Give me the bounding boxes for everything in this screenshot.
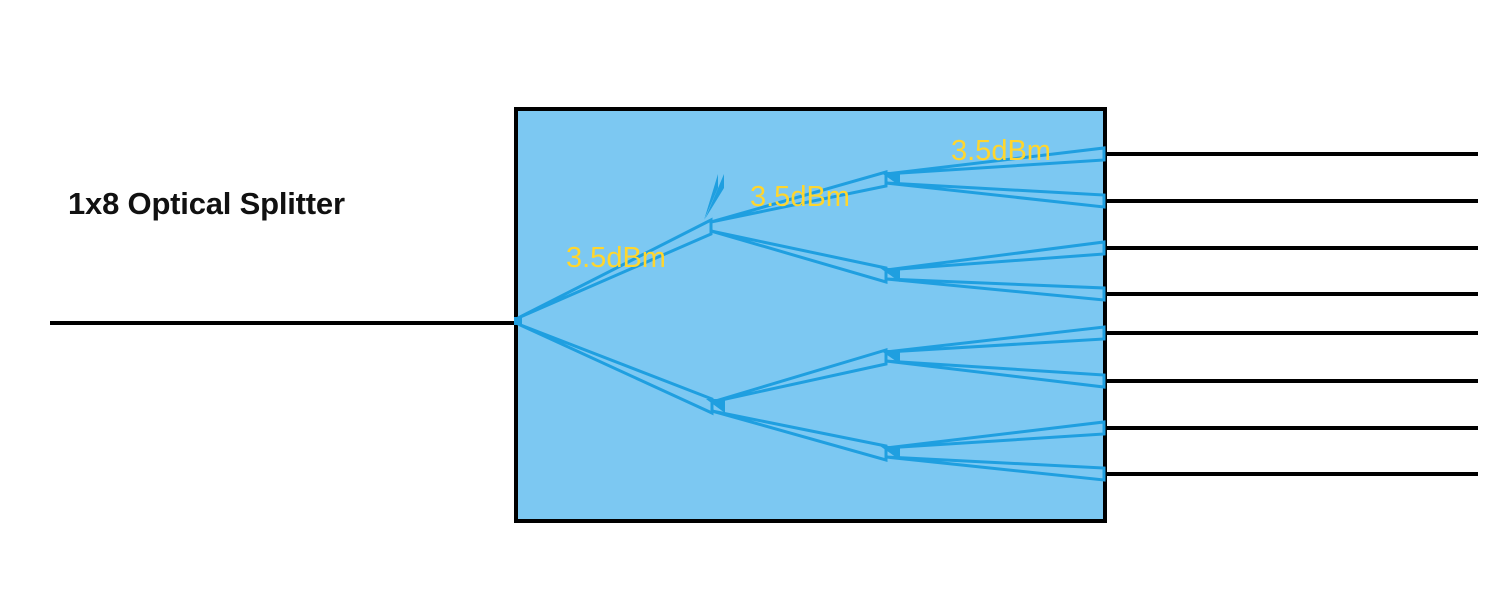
- waveguide-s2-n3-b: [885, 359, 1106, 389]
- waveguide-s0-down: [517, 322, 714, 416]
- waveguide-s1-down-a: [711, 347, 888, 404]
- waveguide-s1-down-b: [711, 409, 888, 462]
- waveguide-s2-n1-a: [885, 146, 1106, 176]
- junction-node-s1-up-block: [705, 174, 724, 219]
- waveguide-group: [517, 146, 1106, 482]
- power-label-stage-3: 3.5dBm: [951, 135, 1051, 167]
- junction-node-s2-1: [880, 172, 900, 186]
- junction-node-s2-3: [880, 350, 900, 364]
- waveguide-s2-n1-b: [885, 181, 1106, 209]
- output-fiber-group: [1105, 152, 1478, 476]
- junction-node-root: [514, 317, 522, 325]
- power-label-stage-1: 3.5dBm: [566, 242, 666, 274]
- power-label-stage-2: 3.5dBm: [750, 181, 850, 213]
- waveguide-s1-up-a: [710, 170, 888, 224]
- page-title: 1x8 Optical Splitter: [68, 186, 345, 221]
- junction-node-s1-up: [704, 174, 718, 220]
- waveguide-s2-n2-b: [885, 277, 1106, 302]
- waveguide-s2-n3-a: [885, 325, 1106, 354]
- waveguide-s0-up: [517, 217, 713, 320]
- junction-node-s2-2: [880, 268, 900, 282]
- splitter-body-rect: [514, 107, 1107, 523]
- junction-node-s1-down-block: [706, 399, 725, 413]
- waveguide-s2-n4-a: [885, 420, 1106, 450]
- waveguide-s1-up-b: [710, 229, 888, 284]
- junction-node-s2-4: [880, 446, 900, 460]
- waveguide-s2-n4-b: [885, 455, 1106, 482]
- waveguide-s2-n2-a: [885, 240, 1106, 272]
- junction-group: [514, 172, 900, 460]
